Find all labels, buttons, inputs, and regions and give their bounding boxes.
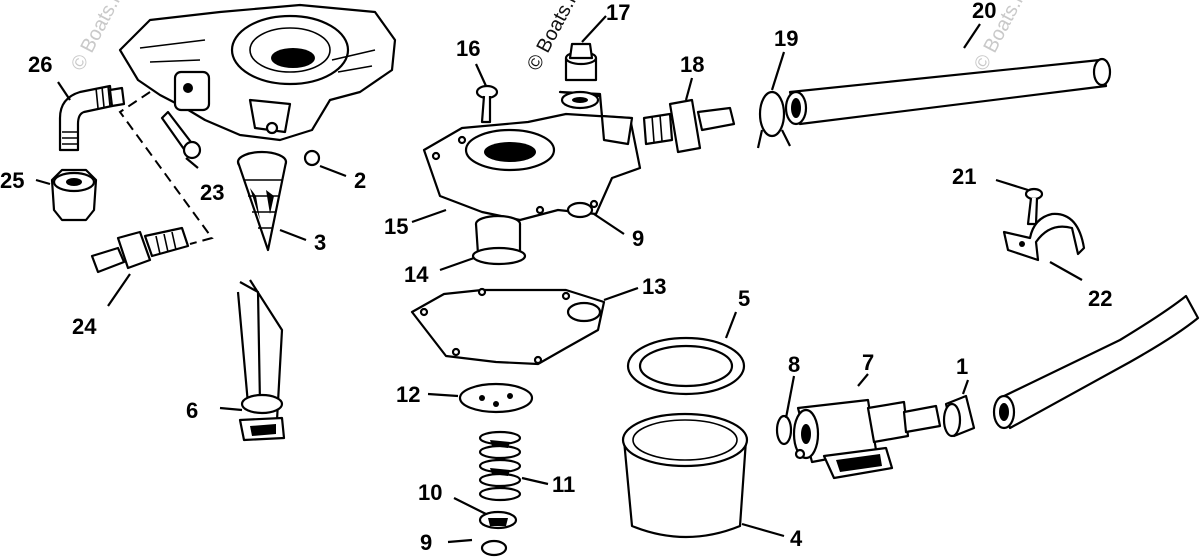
spring: [478, 430, 522, 502]
hose-clamp-1: [942, 394, 976, 438]
filter-cone: [236, 150, 288, 252]
filter-bail: [236, 279, 286, 442]
screw-16: [475, 84, 499, 124]
callout-25: 25: [0, 168, 24, 193]
plug-9-upper: [566, 201, 594, 219]
callout-20: 20: [972, 0, 996, 23]
callout-8: 8: [788, 352, 800, 377]
check-valve: [478, 510, 518, 530]
callout-4: 4: [790, 526, 803, 551]
callout-22: 22: [1088, 286, 1112, 311]
o-ring-8: [775, 414, 793, 446]
screw-23: [160, 110, 202, 160]
screw-21: [1024, 187, 1044, 226]
callout-3: 3: [314, 230, 326, 255]
fuel-connector: [792, 398, 942, 480]
hose-clamp-19: [756, 90, 791, 149]
plug-9-lower: [480, 539, 508, 557]
callout-6: 6: [186, 398, 198, 423]
callout-26: 26: [28, 52, 52, 77]
callout-5: 5: [738, 286, 750, 311]
fuel-hose-right: [992, 294, 1200, 430]
barb-fitting-18: [642, 98, 736, 154]
diaphragm-plate: [458, 382, 534, 414]
watermark-left: © Boats.net: [67, 0, 136, 74]
callout-1: 1: [956, 354, 968, 379]
callout-15: 15: [384, 214, 408, 239]
callout-16: 16: [456, 36, 480, 61]
hose-barb-fitting: [90, 226, 190, 274]
callout-19: 19: [774, 26, 798, 51]
callout-18: 18: [680, 52, 704, 77]
callout-13: 13: [642, 274, 666, 299]
callout-12: 12: [396, 382, 420, 407]
filter-bowl: [621, 412, 749, 539]
fuel-hose-20: [784, 57, 1112, 126]
callout-9-lower: 9: [420, 530, 432, 555]
callout-14: 14: [404, 262, 429, 287]
callout-2: 2: [354, 168, 366, 193]
fitting-nut: [50, 168, 98, 222]
callout-21: 21: [952, 164, 976, 189]
callout-23: 23: [200, 180, 224, 205]
callout-24: 24: [72, 314, 97, 339]
plug-17: [564, 42, 598, 82]
callout-17: 17: [606, 0, 630, 25]
callout-11: 11: [552, 472, 575, 497]
callout-9-upper: 9: [632, 226, 644, 251]
plug-2: [303, 149, 321, 167]
pump-cover: [422, 90, 642, 222]
gasket: [410, 287, 606, 366]
leader-lines: [35, 15, 1083, 544]
check-valve-cap: [471, 214, 527, 266]
o-ring-bowl: [626, 336, 746, 396]
callout-7: 7: [862, 350, 874, 375]
fuel-pump-body: [118, 3, 397, 142]
assembly-bracket: [118, 91, 214, 245]
callout-10: 10: [418, 480, 442, 505]
elbow-fitting: [58, 84, 126, 152]
hose-bracket: [1002, 212, 1086, 262]
